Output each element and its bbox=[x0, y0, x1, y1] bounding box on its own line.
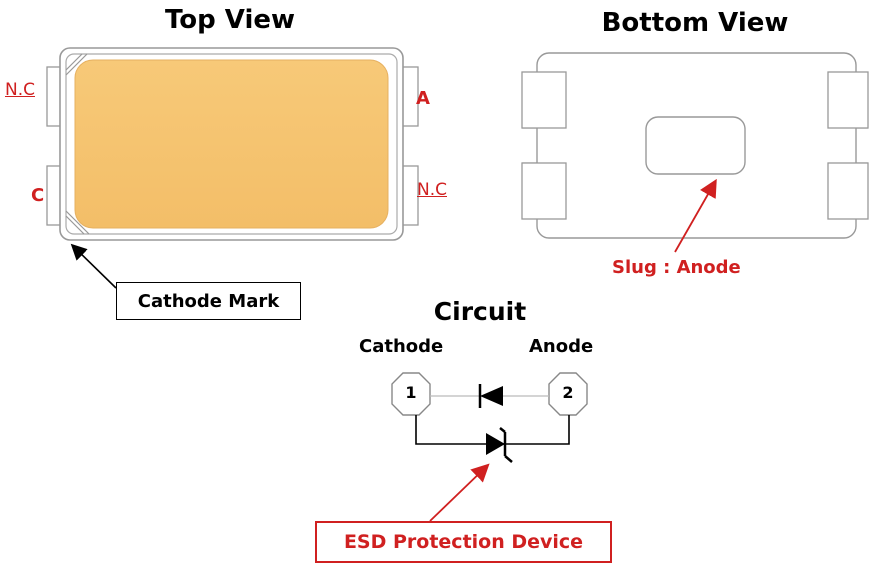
pin-label-a: A bbox=[416, 88, 430, 109]
circuit-schematic bbox=[391, 372, 588, 463]
bottom-view-package bbox=[521, 52, 869, 239]
node-2-shape bbox=[548, 372, 588, 416]
esd-protection-callout: ESD Protection Device bbox=[315, 521, 612, 563]
slug-arrow bbox=[674, 178, 717, 253]
node-2-label: 2 bbox=[562, 383, 574, 402]
anode-label: Anode bbox=[529, 336, 594, 357]
cathode-mark-callout: Cathode Mark bbox=[116, 282, 301, 320]
bottom-slug bbox=[645, 116, 746, 175]
pin-label-c: C bbox=[31, 185, 45, 206]
bottom-pad-right-top bbox=[827, 71, 869, 129]
pin-label-nc-left: N.C bbox=[5, 80, 35, 100]
node-1-label: 1 bbox=[405, 383, 417, 402]
circuit-title: Circuit bbox=[433, 297, 527, 326]
led-diode-symbol bbox=[478, 384, 503, 408]
led-emitter bbox=[74, 59, 389, 229]
cathode-label: Cathode bbox=[359, 336, 444, 357]
slug-anode-label: Slug : Anode bbox=[612, 257, 741, 278]
bottom-pad-left-bottom bbox=[521, 162, 567, 220]
pin-label-nc-right: N.C bbox=[417, 180, 447, 200]
esd-zener-symbol bbox=[486, 427, 513, 463]
bottom-view-title: Bottom View bbox=[601, 8, 789, 38]
node-1-shape bbox=[391, 372, 431, 416]
top-view-title: Top View bbox=[164, 5, 296, 35]
esd-arrow bbox=[429, 463, 490, 522]
top-body-inner bbox=[65, 53, 398, 235]
bottom-pad-left-top bbox=[521, 71, 567, 129]
bottom-pad-right-bottom bbox=[827, 162, 869, 220]
cathode-mark-arrow bbox=[70, 243, 117, 289]
top-view-package bbox=[46, 47, 419, 241]
